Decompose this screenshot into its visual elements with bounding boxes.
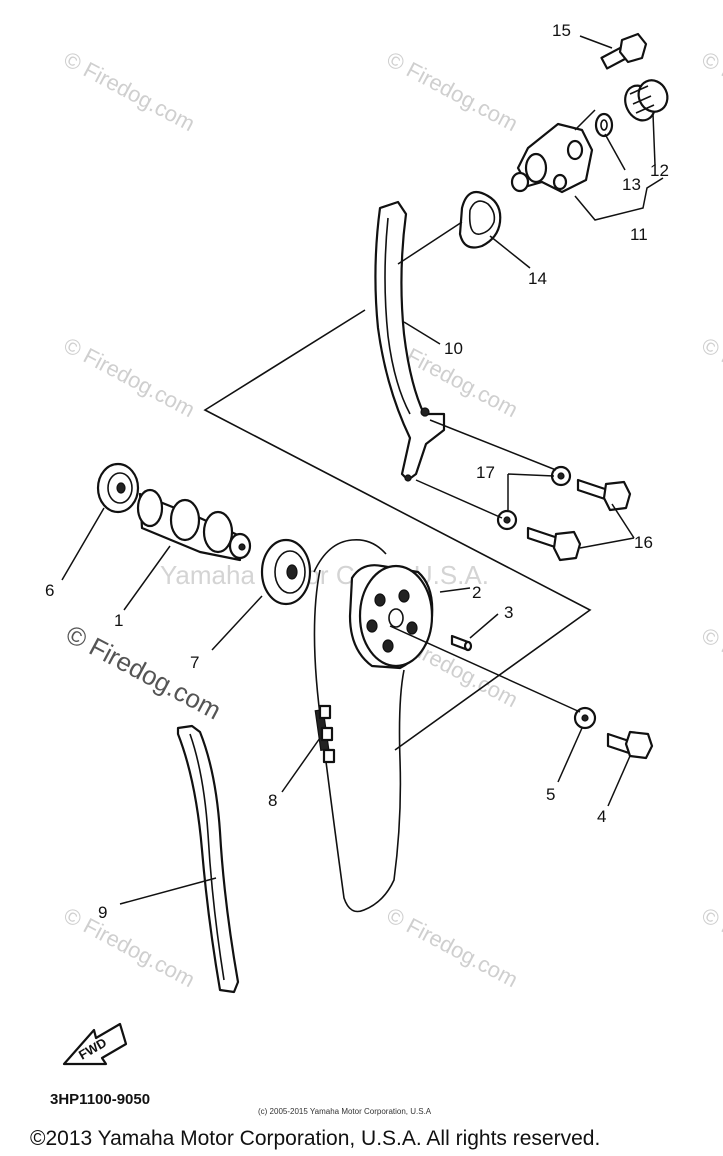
part-9-chain-guide xyxy=(176,724,240,994)
watermark-11: © Firedog.com xyxy=(698,902,723,992)
callout-17: 17 xyxy=(476,463,495,482)
callout-8: 8 xyxy=(268,791,277,810)
callout-4: 4 xyxy=(597,807,606,826)
callout-13: 13 xyxy=(622,175,641,194)
watermark-3: © Firedog.com xyxy=(60,332,199,422)
callout-9: 9 xyxy=(98,903,107,922)
assembly-outline xyxy=(203,309,592,751)
part-3-dowel-pin xyxy=(450,634,473,652)
watermark-7: © Firedog.com xyxy=(383,902,522,992)
part-17-washers xyxy=(496,465,572,531)
center-watermark: Yamaha Motor Corp., U.S.A. xyxy=(160,560,489,590)
fwd-arrow-icon xyxy=(62,1022,128,1066)
part-7-bearing xyxy=(260,538,312,606)
watermark-prominent: © Firedog.com xyxy=(61,619,226,726)
part-4-bolt xyxy=(606,730,654,760)
part-13-washer xyxy=(594,112,614,138)
callout-1: 1 xyxy=(114,611,123,630)
callout-2: 2 xyxy=(472,583,481,602)
part-15-bolt xyxy=(600,32,648,70)
watermark-1: © Firedog.com xyxy=(60,46,199,136)
watermark-9: © Firedog.com xyxy=(698,332,723,422)
callout-12: 12 xyxy=(650,161,669,180)
callout-7: 7 xyxy=(190,653,199,672)
watermark-8: © Firedog.com xyxy=(698,46,723,136)
callout-6: 6 xyxy=(45,581,54,600)
callout-15: 15 xyxy=(552,21,571,40)
part-5-washer xyxy=(573,706,597,730)
part-10-chain-guide xyxy=(374,200,446,482)
part-14-gasket xyxy=(458,190,502,249)
callout-11: 11 xyxy=(630,225,648,244)
copyright-notice: ©2013 Yamaha Motor Corporation, U.S.A. A… xyxy=(30,1127,600,1150)
part-16-bolts xyxy=(526,478,632,562)
watermark-2: © Firedog.com xyxy=(383,46,522,136)
diagram-code: 3HP1100-9050 xyxy=(50,1091,150,1108)
part-11-tensioner xyxy=(510,122,594,194)
callout-14: 14 xyxy=(528,269,547,288)
callout-5: 5 xyxy=(546,785,555,804)
part-2-sprocket xyxy=(348,564,434,670)
leader-lines xyxy=(61,35,664,905)
callout-16: 16 xyxy=(634,533,653,552)
callout-10: 10 xyxy=(444,339,463,358)
part-6-bearing xyxy=(96,462,140,514)
watermark-10: © Firedog.com xyxy=(698,622,723,712)
callout-numbers: 1 2 3 4 5 6 7 8 9 10 11 12 13 14 15 16 1… xyxy=(45,21,669,922)
small-copyright: (c) 2005-2015 Yamaha Motor Corporation, … xyxy=(258,1107,432,1116)
part-8-chain xyxy=(313,538,405,913)
watermark-6: © Firedog.com xyxy=(60,902,199,992)
part-12-fitting xyxy=(624,79,669,122)
callout-3: 3 xyxy=(504,603,513,622)
fwd-arrow: FWD xyxy=(62,1022,128,1066)
part-1-camshaft xyxy=(136,488,252,562)
